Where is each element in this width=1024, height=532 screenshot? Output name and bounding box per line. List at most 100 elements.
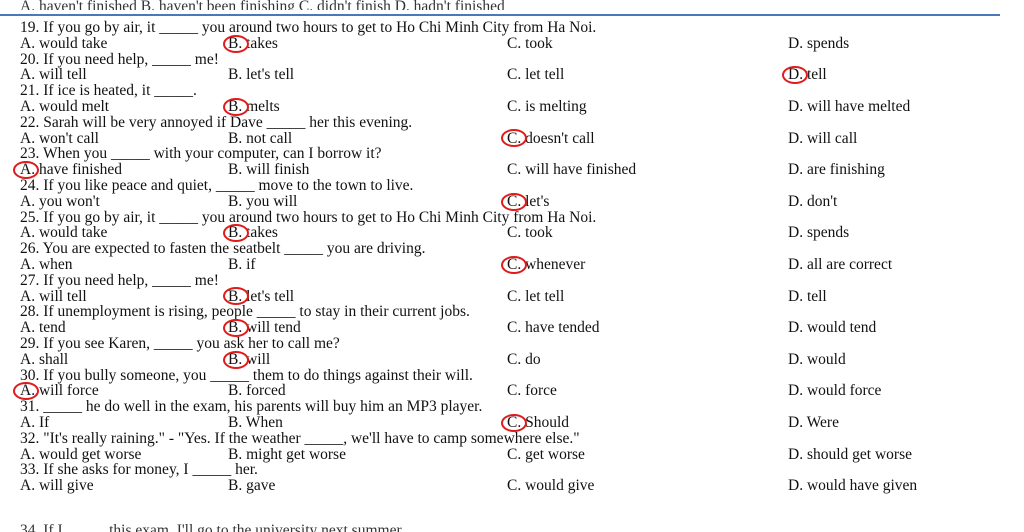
option-a[interactable]: A. would get worse (20, 446, 141, 463)
option-a[interactable]: A. would melt (20, 99, 109, 115)
question-stem-row: 27. If you need help, _____ me! (0, 271, 1024, 289)
option-c[interactable]: C. Should (501, 413, 569, 432)
option-c[interactable]: C. doesn't call (501, 129, 595, 148)
option-b[interactable]: B. takes (223, 224, 278, 243)
question-stem-row: 33. If she asks for money, I _____ her. (0, 462, 1024, 478)
option-b[interactable]: B. will finish (228, 162, 309, 178)
option-d[interactable]: D. Were (788, 415, 839, 431)
option-b[interactable]: B. forced (228, 383, 286, 399)
question-stem: 26. You are expected to fasten the seatb… (20, 240, 426, 258)
question-stem-row: 26. You are expected to fasten the seatb… (0, 241, 1024, 257)
question-stem: 32. "It's really raining." - "Yes. If th… (20, 429, 580, 447)
option-b[interactable]: B. let's tell (223, 287, 294, 306)
option-c[interactable]: C. took (507, 225, 553, 241)
option-a[interactable]: A. If (20, 415, 49, 431)
option-label: A. will give (20, 477, 94, 495)
option-d[interactable]: D. spends (788, 35, 849, 52)
question-stem: 30. If you bully someone, you _____ them… (20, 366, 473, 384)
option-b[interactable]: B. will tend (223, 319, 301, 338)
question-stem: 27. If you need help, _____ me! (20, 271, 219, 289)
question-stem: 25. If you go by air, it _____ you aroun… (20, 208, 597, 226)
option-c[interactable]: C. let's (501, 192, 549, 211)
question-stem: 19. If you go by air, it _____ you aroun… (20, 19, 597, 36)
options-row: A. would take B. takes C. took D. spends (0, 34, 1024, 53)
option-b[interactable]: B. melts (223, 97, 280, 116)
option-a[interactable]: A. tend (20, 320, 66, 336)
option-d[interactable]: D. tell (782, 66, 827, 85)
option-c[interactable]: C. took (507, 35, 553, 52)
option-c[interactable]: C. do (507, 351, 541, 368)
option-c[interactable]: C. whenever (501, 255, 585, 274)
option-d[interactable]: D. tell (788, 288, 827, 305)
option-b[interactable]: B. not call (228, 129, 293, 147)
option-c[interactable]: C. force (507, 383, 557, 399)
option-c[interactable]: C. would give (507, 478, 594, 494)
option-d[interactable]: D. will have melted (788, 99, 910, 115)
option-a[interactable]: A. will force (13, 382, 99, 401)
option-d[interactable]: D. would force (788, 383, 881, 399)
option-label: A. won't call (20, 129, 99, 147)
option-a[interactable]: A. you won't (20, 193, 100, 210)
option-d[interactable]: D. should get worse (788, 446, 912, 463)
option-label: D. are finishing (788, 161, 885, 179)
option-a[interactable]: A. would take (20, 35, 107, 52)
question-stem-row: 24. If you like peace and quiet, _____ m… (0, 178, 1024, 194)
option-c[interactable]: C. let tell (507, 67, 564, 83)
option-a[interactable]: A. shall (20, 351, 68, 368)
option-c[interactable]: C. is melting (507, 99, 587, 115)
option-a[interactable]: A. will tell (20, 288, 87, 305)
option-d[interactable]: D. would (788, 351, 846, 368)
cropped-top-line: A. haven't finished B. haven't been fini… (20, 0, 505, 10)
option-b[interactable]: B. might get worse (228, 445, 346, 463)
option-b[interactable]: B. takes (223, 34, 278, 53)
option-label: C. doesn't call (507, 129, 595, 147)
answer-circle-mark (13, 382, 39, 401)
option-label: B. forced (228, 382, 286, 400)
option-d[interactable]: D. would tend (788, 320, 876, 336)
options-row: A. tend B. will tend C. have tended D. woul… (0, 319, 1024, 338)
option-c[interactable]: C. let tell (507, 288, 564, 305)
question-stem: 22. Sarah will be very annoyed if Dave _… (20, 113, 413, 131)
option-label: C. force (507, 382, 557, 400)
option-a[interactable]: A. will give (20, 478, 94, 494)
option-d[interactable]: D. would have given (788, 478, 917, 494)
top-blue-rule (0, 14, 1000, 16)
option-d[interactable]: D. are finishing (788, 162, 885, 178)
options-row: A. have finished B. will finish C. will ha… (0, 161, 1024, 180)
option-d[interactable]: D. will call (788, 129, 858, 147)
option-label: C. get worse (507, 445, 585, 463)
option-a[interactable]: A. won't call (20, 129, 99, 147)
option-a[interactable]: A. have finished (13, 161, 122, 180)
option-d[interactable]: D. spends (788, 225, 849, 241)
question-stem-row: 25. If you go by air, it _____ you aroun… (0, 208, 1024, 226)
option-label: D. will call (788, 129, 858, 147)
option-a[interactable]: A. would take (20, 225, 107, 241)
option-b[interactable]: B. you will (228, 193, 297, 210)
option-d[interactable]: D. all are correct (788, 257, 892, 273)
option-label: D. will have melted (788, 97, 911, 115)
option-a[interactable]: A. will tell (20, 67, 87, 83)
option-label: C. will have finished (507, 161, 637, 179)
question-stem: 28. If unemployment is rising, people __… (20, 303, 470, 321)
option-label: A. If (20, 413, 50, 431)
question-stem-row: 30. If you bully someone, you _____ them… (0, 366, 1024, 384)
option-c[interactable]: C. will have finished (507, 162, 636, 178)
question-stem: 24. If you like peace and quiet, _____ m… (20, 176, 414, 194)
answer-circle-mark (782, 66, 808, 85)
options-row: A. would take B. takes C. took D. spends (0, 224, 1024, 243)
option-label: B. might get worse (228, 445, 346, 463)
option-c[interactable]: C. get worse (507, 445, 585, 463)
option-b[interactable]: B. When (228, 415, 283, 431)
option-a[interactable]: A. when (20, 257, 73, 273)
option-d[interactable]: D. don't (788, 193, 837, 210)
option-b[interactable]: B. let's tell (228, 67, 294, 83)
answer-circle-mark (223, 287, 249, 306)
options-row: A. you won't B. you will C. let's D. don't (0, 192, 1024, 211)
answer-circle-mark (223, 350, 249, 369)
option-b[interactable]: B. if (228, 257, 256, 273)
option-label: B. not call (228, 129, 293, 147)
option-b[interactable]: B. gave (228, 478, 275, 494)
option-c[interactable]: C. have tended (507, 320, 600, 336)
option-b[interactable]: B. will (223, 350, 270, 369)
option-label: C. have tended (507, 319, 600, 337)
